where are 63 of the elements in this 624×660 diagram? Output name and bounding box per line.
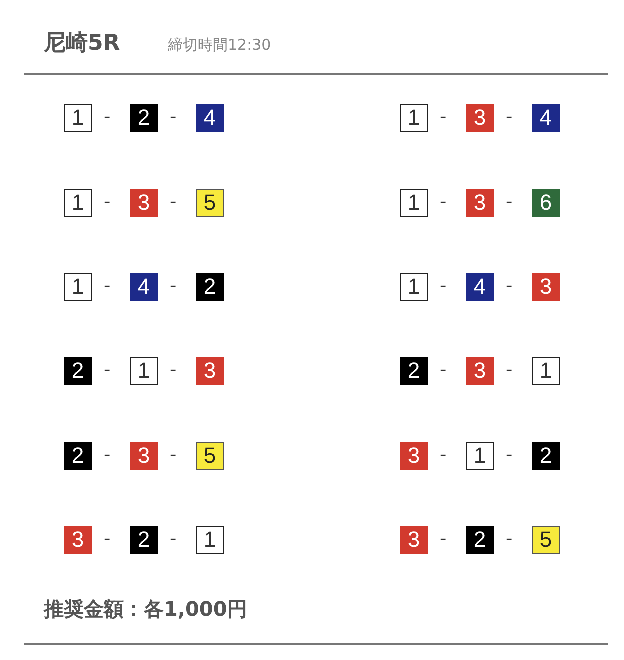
boat-number-box: 2: [130, 104, 158, 132]
boat-number-box: 2: [130, 526, 158, 554]
boat-number-box: 2: [532, 442, 560, 470]
boat-number-box: 4: [130, 273, 158, 301]
boat-number-box: 5: [196, 189, 224, 217]
separator-dash: -: [506, 106, 513, 129]
boat-number-box: 3: [466, 189, 494, 217]
separator-dash: -: [104, 528, 111, 551]
boat-number-box: 4: [532, 104, 560, 132]
boat-number-box: 2: [196, 273, 224, 301]
boat-number-box: 1: [196, 526, 224, 554]
separator-dash: -: [170, 528, 177, 551]
boat-number-box: 6: [532, 189, 560, 217]
separator-dash: -: [506, 191, 513, 214]
boat-number-box: 2: [466, 526, 494, 554]
boat-number-box: 3: [130, 189, 158, 217]
boat-number-box: 2: [64, 442, 92, 470]
boat-number-box: 3: [532, 273, 560, 301]
separator-dash: -: [440, 106, 447, 129]
separator-dash: -: [506, 275, 513, 298]
deadline-time: 締切時間12:30: [168, 36, 272, 55]
separator-dash: -: [506, 359, 513, 382]
boat-number-box: 1: [532, 357, 560, 385]
boat-number-box: 3: [196, 357, 224, 385]
boat-number-box: 1: [400, 273, 428, 301]
separator-dash: -: [440, 528, 447, 551]
separator-dash: -: [104, 191, 111, 214]
separator-dash: -: [506, 444, 513, 467]
separator-dash: -: [170, 275, 177, 298]
separator-dash: -: [506, 528, 513, 551]
separator-dash: -: [170, 191, 177, 214]
separator-dash: -: [440, 275, 447, 298]
boat-number-box: 1: [466, 442, 494, 470]
separator-dash: -: [440, 359, 447, 382]
separator-dash: -: [104, 275, 111, 298]
separator-dash: -: [104, 444, 111, 467]
separator-dash: -: [104, 359, 111, 382]
boat-number-box: 1: [64, 104, 92, 132]
boat-number-box: 1: [64, 273, 92, 301]
boat-number-box: 3: [400, 526, 428, 554]
boat-number-box: 5: [532, 526, 560, 554]
boat-number-box: 1: [64, 189, 92, 217]
boat-number-box: 1: [130, 357, 158, 385]
recommended-amount: 推奨金額：各1,000円: [44, 596, 248, 623]
boat-number-box: 2: [400, 357, 428, 385]
separator-dash: -: [170, 359, 177, 382]
boat-number-box: 4: [466, 273, 494, 301]
boat-number-box: 5: [196, 442, 224, 470]
race-title: 尼崎5R: [44, 30, 120, 58]
boat-number-box: 3: [400, 442, 428, 470]
boat-number-box: 3: [64, 526, 92, 554]
separator-dash: -: [104, 106, 111, 129]
boat-number-box: 3: [130, 442, 158, 470]
boat-number-box: 2: [64, 357, 92, 385]
separator-dash: -: [170, 444, 177, 467]
boat-number-box: 3: [466, 357, 494, 385]
boat-number-box: 1: [400, 189, 428, 217]
separator-dash: -: [440, 191, 447, 214]
boat-number-box: 3: [466, 104, 494, 132]
separator-dash: -: [440, 444, 447, 467]
boat-number-box: 1: [400, 104, 428, 132]
boat-number-box: 4: [196, 104, 224, 132]
separator-dash: -: [170, 106, 177, 129]
